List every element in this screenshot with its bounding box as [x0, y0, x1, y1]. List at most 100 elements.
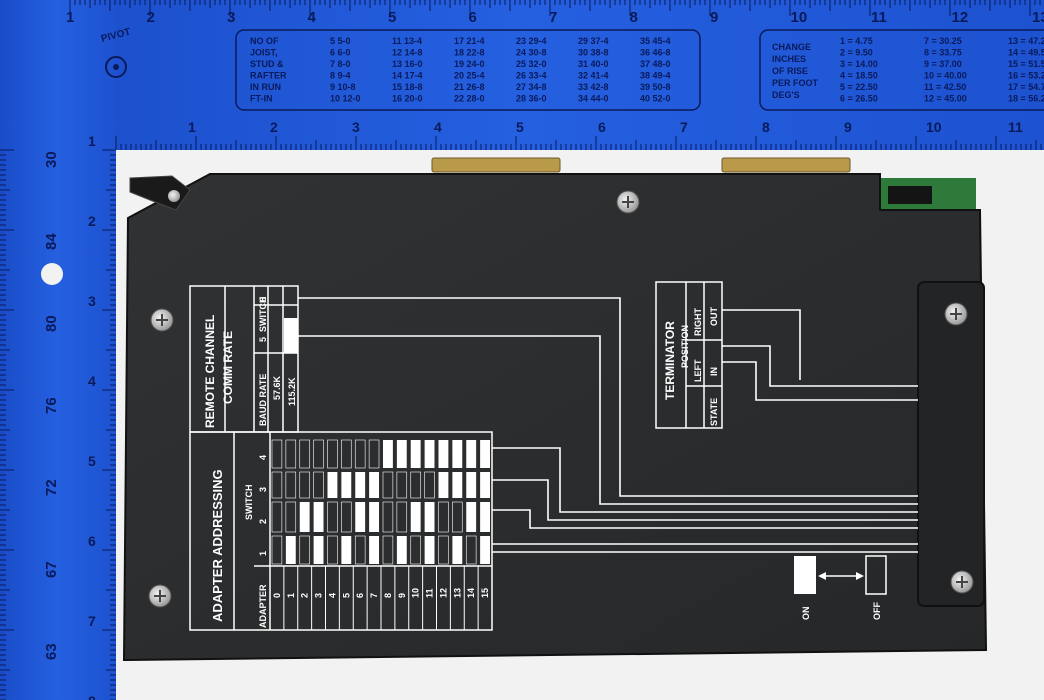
- remote-switch-6: 6: [258, 297, 268, 302]
- joist-cell: 17 21-4: [454, 36, 485, 46]
- top-ruler-number: 9: [710, 9, 718, 26]
- switch-off-cell: [271, 471, 283, 499]
- adapter-switch-number: 1: [258, 551, 268, 556]
- joist-cell: 12 14-8: [392, 48, 423, 58]
- switch-on-cell: [355, 502, 366, 532]
- left-side-label: 72: [43, 479, 60, 496]
- rise-table-columns: 1 = 4.752 = 9.503 = 14.004 = 18.505 = 22…: [840, 36, 1044, 104]
- joist-cell: 26 33-4: [516, 71, 547, 81]
- switch-off-cell: [313, 439, 324, 469]
- switch-off-cell: [382, 535, 394, 565]
- switch-on-cell: [452, 472, 463, 498]
- left-side-label: 80: [43, 315, 60, 332]
- switch-on-cell: [369, 472, 379, 498]
- rise-cell: 13 = 47.25: [1008, 36, 1044, 46]
- term-in-label: IN: [709, 367, 719, 376]
- joist-cell: 40 52-0: [640, 94, 671, 104]
- inner-ruler-number: 1: [188, 119, 196, 135]
- switch-off-cell: [327, 535, 338, 565]
- switch-off-cell: [285, 501, 297, 533]
- adapter-number: 13: [452, 588, 462, 598]
- panel-screws: [148, 190, 974, 608]
- adapter-switch-label: SWITCH: [244, 485, 254, 521]
- side-cover-plate: [917, 281, 985, 607]
- top-ruler-number: 12: [952, 9, 969, 26]
- wire-2: [298, 335, 918, 505]
- top-connector-left: [431, 157, 561, 173]
- io-module: REMOTE CHANNEL COMM RATE SWITCH 5 6 BAUD…: [122, 157, 988, 662]
- joist-cell: 30 38-8: [578, 48, 609, 58]
- rise-cell: 10 = 40.00: [924, 71, 967, 81]
- switch-off-cell: [285, 471, 297, 499]
- switch-on-cell: [396, 440, 407, 468]
- switch-on-cell: [438, 440, 449, 468]
- top-ruler-number: 2: [147, 9, 155, 26]
- left-ruler-number: 8: [88, 693, 96, 700]
- top-ruler-number: 5: [388, 9, 396, 26]
- left-ruler-number: 7: [88, 613, 96, 629]
- joist-cell: 11 13-4: [392, 36, 422, 46]
- adapter-number: 15: [480, 588, 490, 598]
- latch-screw-icon: [168, 190, 180, 202]
- switch-on-cell: [383, 440, 393, 468]
- top-ruler-number: 7: [549, 9, 557, 26]
- pivot-circle-icon: [105, 56, 127, 78]
- joist-cell: 35 45-4: [640, 36, 671, 46]
- terminator-title: TERMINATOR: [663, 321, 677, 400]
- wire-term-top: [722, 309, 801, 380]
- switch-on-cell: [285, 536, 296, 564]
- left-side-label: 63: [43, 643, 60, 660]
- term-state-label: STATE: [709, 398, 719, 426]
- joist-cell: 5 5-0: [330, 36, 351, 46]
- on-label: ON: [801, 607, 811, 621]
- left-side-label: 30: [43, 151, 60, 168]
- switch-off-cell: [410, 535, 421, 565]
- module-panel: [122, 173, 988, 662]
- baud-rate-1: 57.6K: [272, 375, 282, 400]
- switch-off-cell: [271, 535, 283, 565]
- adapter-number: 11: [425, 588, 435, 598]
- joist-cell: 21 26-8: [454, 82, 485, 92]
- left-side-label: 84: [43, 233, 60, 250]
- adapter-number: 5: [341, 593, 351, 598]
- joist-cell: 15 18-8: [392, 82, 423, 92]
- joist-cell: 25 32-0: [516, 59, 547, 69]
- switch-on-cell: [466, 502, 477, 532]
- joist-header: RAFTER: [250, 71, 287, 81]
- top-ruler-number: 6: [469, 9, 477, 26]
- rise-header: DEG'S: [772, 90, 800, 100]
- inner-ruler-number: 2: [270, 119, 278, 135]
- inner-ruler-number: 10: [926, 119, 942, 135]
- square-left-arm: [0, 0, 116, 700]
- joist-header: STUD &: [250, 59, 284, 69]
- switch-off-cell: [354, 439, 366, 469]
- rise-cell: 11 = 42.50: [924, 82, 966, 92]
- inner-ruler-number: 3: [352, 119, 360, 135]
- switch-on-cell: [438, 472, 449, 498]
- joist-cell: 38 49-4: [640, 71, 671, 81]
- joist-cell: 22 28-0: [454, 94, 485, 104]
- rise-cell: 18 = 56.25: [1008, 94, 1044, 104]
- joist-cell: 33 42-8: [578, 82, 609, 92]
- switch-on-cell: [424, 502, 435, 532]
- switch-on-cell: [452, 440, 463, 468]
- switch-off-cell: [452, 501, 463, 533]
- switch-off-cell: [465, 535, 477, 565]
- left-ruler-number: 2: [88, 213, 96, 229]
- rise-cell: 2 = 9.50: [840, 48, 873, 58]
- adapter-switch-number: 2: [258, 519, 268, 524]
- joist-cell: 16 20-0: [392, 94, 423, 104]
- adapter-number: 8: [383, 593, 393, 598]
- adapter-number: 10: [411, 588, 421, 598]
- remote-channel-box: [189, 285, 299, 433]
- top-ruler-ticks: [69, 0, 1041, 16]
- switch-on-cell: [480, 536, 490, 564]
- switch-off-cell: [424, 471, 435, 499]
- switch-off-cell: [271, 439, 283, 469]
